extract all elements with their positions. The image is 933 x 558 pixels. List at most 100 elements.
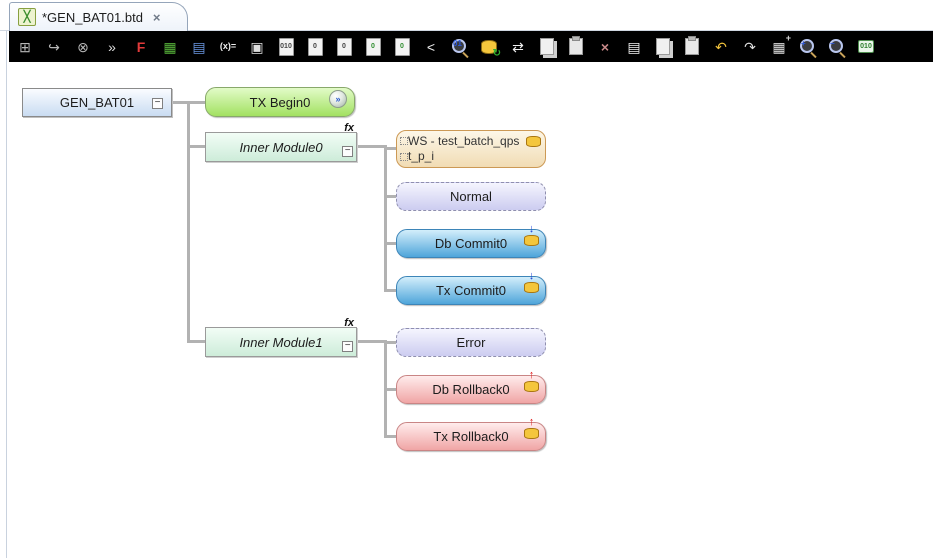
connector-line [357,340,386,343]
node-label: Inner Module0 [239,139,323,155]
connector-line [384,341,396,344]
db-rollback-icon: ↑ [524,370,539,392]
add-table-icon[interactable]: ▦+ [772,32,791,55]
db-sync-icon[interactable]: ↻ [479,37,501,58]
zoom-out-icon[interactable]: − [827,37,847,57]
step-over-icon[interactable]: » [108,38,116,55]
paste-icon[interactable] [566,36,586,57]
collapse-toggle-icon[interactable]: − [342,341,353,352]
breakpoint-f-icon[interactable]: F [136,38,146,55]
node-inner-module0[interactable]: Inner Module0 fx − [205,122,357,162]
node-label: Tx Rollback0 [433,429,509,444]
doc-shape: 0 [307,37,323,56]
undo-icon[interactable]: ↶ [715,38,727,55]
collapse-icon[interactable]: < [426,38,436,55]
connector-line [384,242,396,245]
selection-dots [400,137,408,145]
node-tx-commit0[interactable]: Tx Commit0 ↓ [396,271,546,305]
magnifier-glass [829,38,843,53]
copy-sheets-shape [540,38,554,55]
magnifier-glass [452,38,466,53]
node-label: GEN_BAT01 [59,95,135,110]
copy-sheets-shape [656,38,670,55]
database-icon [524,381,539,392]
flow-insert-icon[interactable]: ⊞ [19,38,31,55]
delete-icon[interactable]: × [600,38,610,55]
doc-shape: 0 [394,37,410,56]
node-db-rollback0[interactable]: Db Rollback0 ↑ [396,370,546,404]
doc-build-icon[interactable]: 0 [334,37,354,57]
node-label-line1: WS - test_batch_qps [408,134,520,148]
database-icon [524,235,539,246]
tab-close-icon[interactable]: × [152,9,161,25]
sync-arrows-icon[interactable]: ⇄ [512,38,524,55]
flow-export-icon[interactable]: ↪ [48,38,60,55]
editor-tab-bar: ╳ *GEN_BAT01.btd × [0,0,933,31]
connector-line [187,145,205,148]
node-label: Error [456,335,486,350]
source-generate-icon[interactable]: 0 [363,37,383,57]
clipboard-shape [685,36,699,55]
fx-badge: fx [344,317,354,329]
tabbar-underline [0,30,933,31]
node-inner-module1[interactable]: Inner Module1 fx − [205,317,357,357]
database-icon [524,282,539,293]
connector-line [187,340,205,343]
node-tx-begin0[interactable]: TX Begin0 » [205,87,355,117]
connector-line [384,145,387,292]
search-trace-icon[interactable]: 01 [450,37,470,57]
editor-left-border [6,0,7,558]
btd-file-icon: ╳ [18,8,36,26]
db-commit-icon: ↓ [524,224,539,246]
editor-tab-gen-bat01[interactable]: ╳ *GEN_BAT01.btd × [9,2,188,31]
paste-special-icon[interactable] [682,36,702,57]
node-label: Db Rollback0 [432,382,510,397]
disconnect-icon[interactable]: ⊗ [77,38,89,55]
node-gen-bat01[interactable]: GEN_BAT01 − [22,88,172,117]
fx-badge: fx [344,122,354,134]
database-icon [526,136,541,147]
begin-sphere-icon: » [329,90,347,108]
doc-generate-icon[interactable]: 0 [305,37,325,57]
binary-doc-icon[interactable]: 010 [276,37,296,57]
doc-shape: 0 [365,37,381,56]
node-tx-rollback0[interactable]: Tx Rollback0 ↑ [396,417,546,451]
doc-shape: 0 [336,37,352,56]
node-label: Normal [450,189,492,204]
copy-special-icon[interactable] [653,37,673,57]
outline-icon[interactable]: ▤ [192,38,206,55]
source-build-icon[interactable]: 0 [392,37,412,57]
batch-diagram-icon[interactable]: ▦ [163,38,177,55]
connector-line [384,147,396,150]
connector-line [384,195,396,198]
selection-dots [400,153,408,161]
collapse-toggle-icon[interactable]: − [152,98,163,109]
connector-line [187,101,190,343]
connector-line [357,145,386,148]
node-label: Inner Module1 [239,334,323,350]
list-doc-icon[interactable]: ▤ [627,38,641,55]
node-label: Db Commit0 [434,236,508,251]
copy-icon[interactable] [537,37,557,57]
node-error[interactable]: Error [396,328,546,357]
redo-icon[interactable]: ↷ [744,38,756,55]
tx-commit-icon: ↓ [524,271,539,293]
binary-view-icon[interactable]: 010 [856,37,876,57]
node-ws-call[interactable]: WS - test_batch_qps t_p_i [396,130,546,168]
zoom-in-icon[interactable]: + [798,37,818,57]
node-label: TX Begin0 [249,94,311,110]
magnifier-glass [800,38,814,53]
collapse-toggle-icon[interactable]: − [342,146,353,157]
database-icon [524,428,539,439]
node-normal[interactable]: Normal [396,182,546,211]
console-icon[interactable]: ▣ [250,38,264,55]
connector-line [384,289,396,292]
variables-icon[interactable]: (x)= [219,41,237,51]
doc-shape: 010 [278,37,294,56]
node-label: Tx Commit0 [435,283,507,298]
node-db-commit0[interactable]: Db Commit0 ↓ [396,224,546,258]
clipboard-shape [569,36,583,55]
node-label-line2: t_p_i [408,149,435,163]
